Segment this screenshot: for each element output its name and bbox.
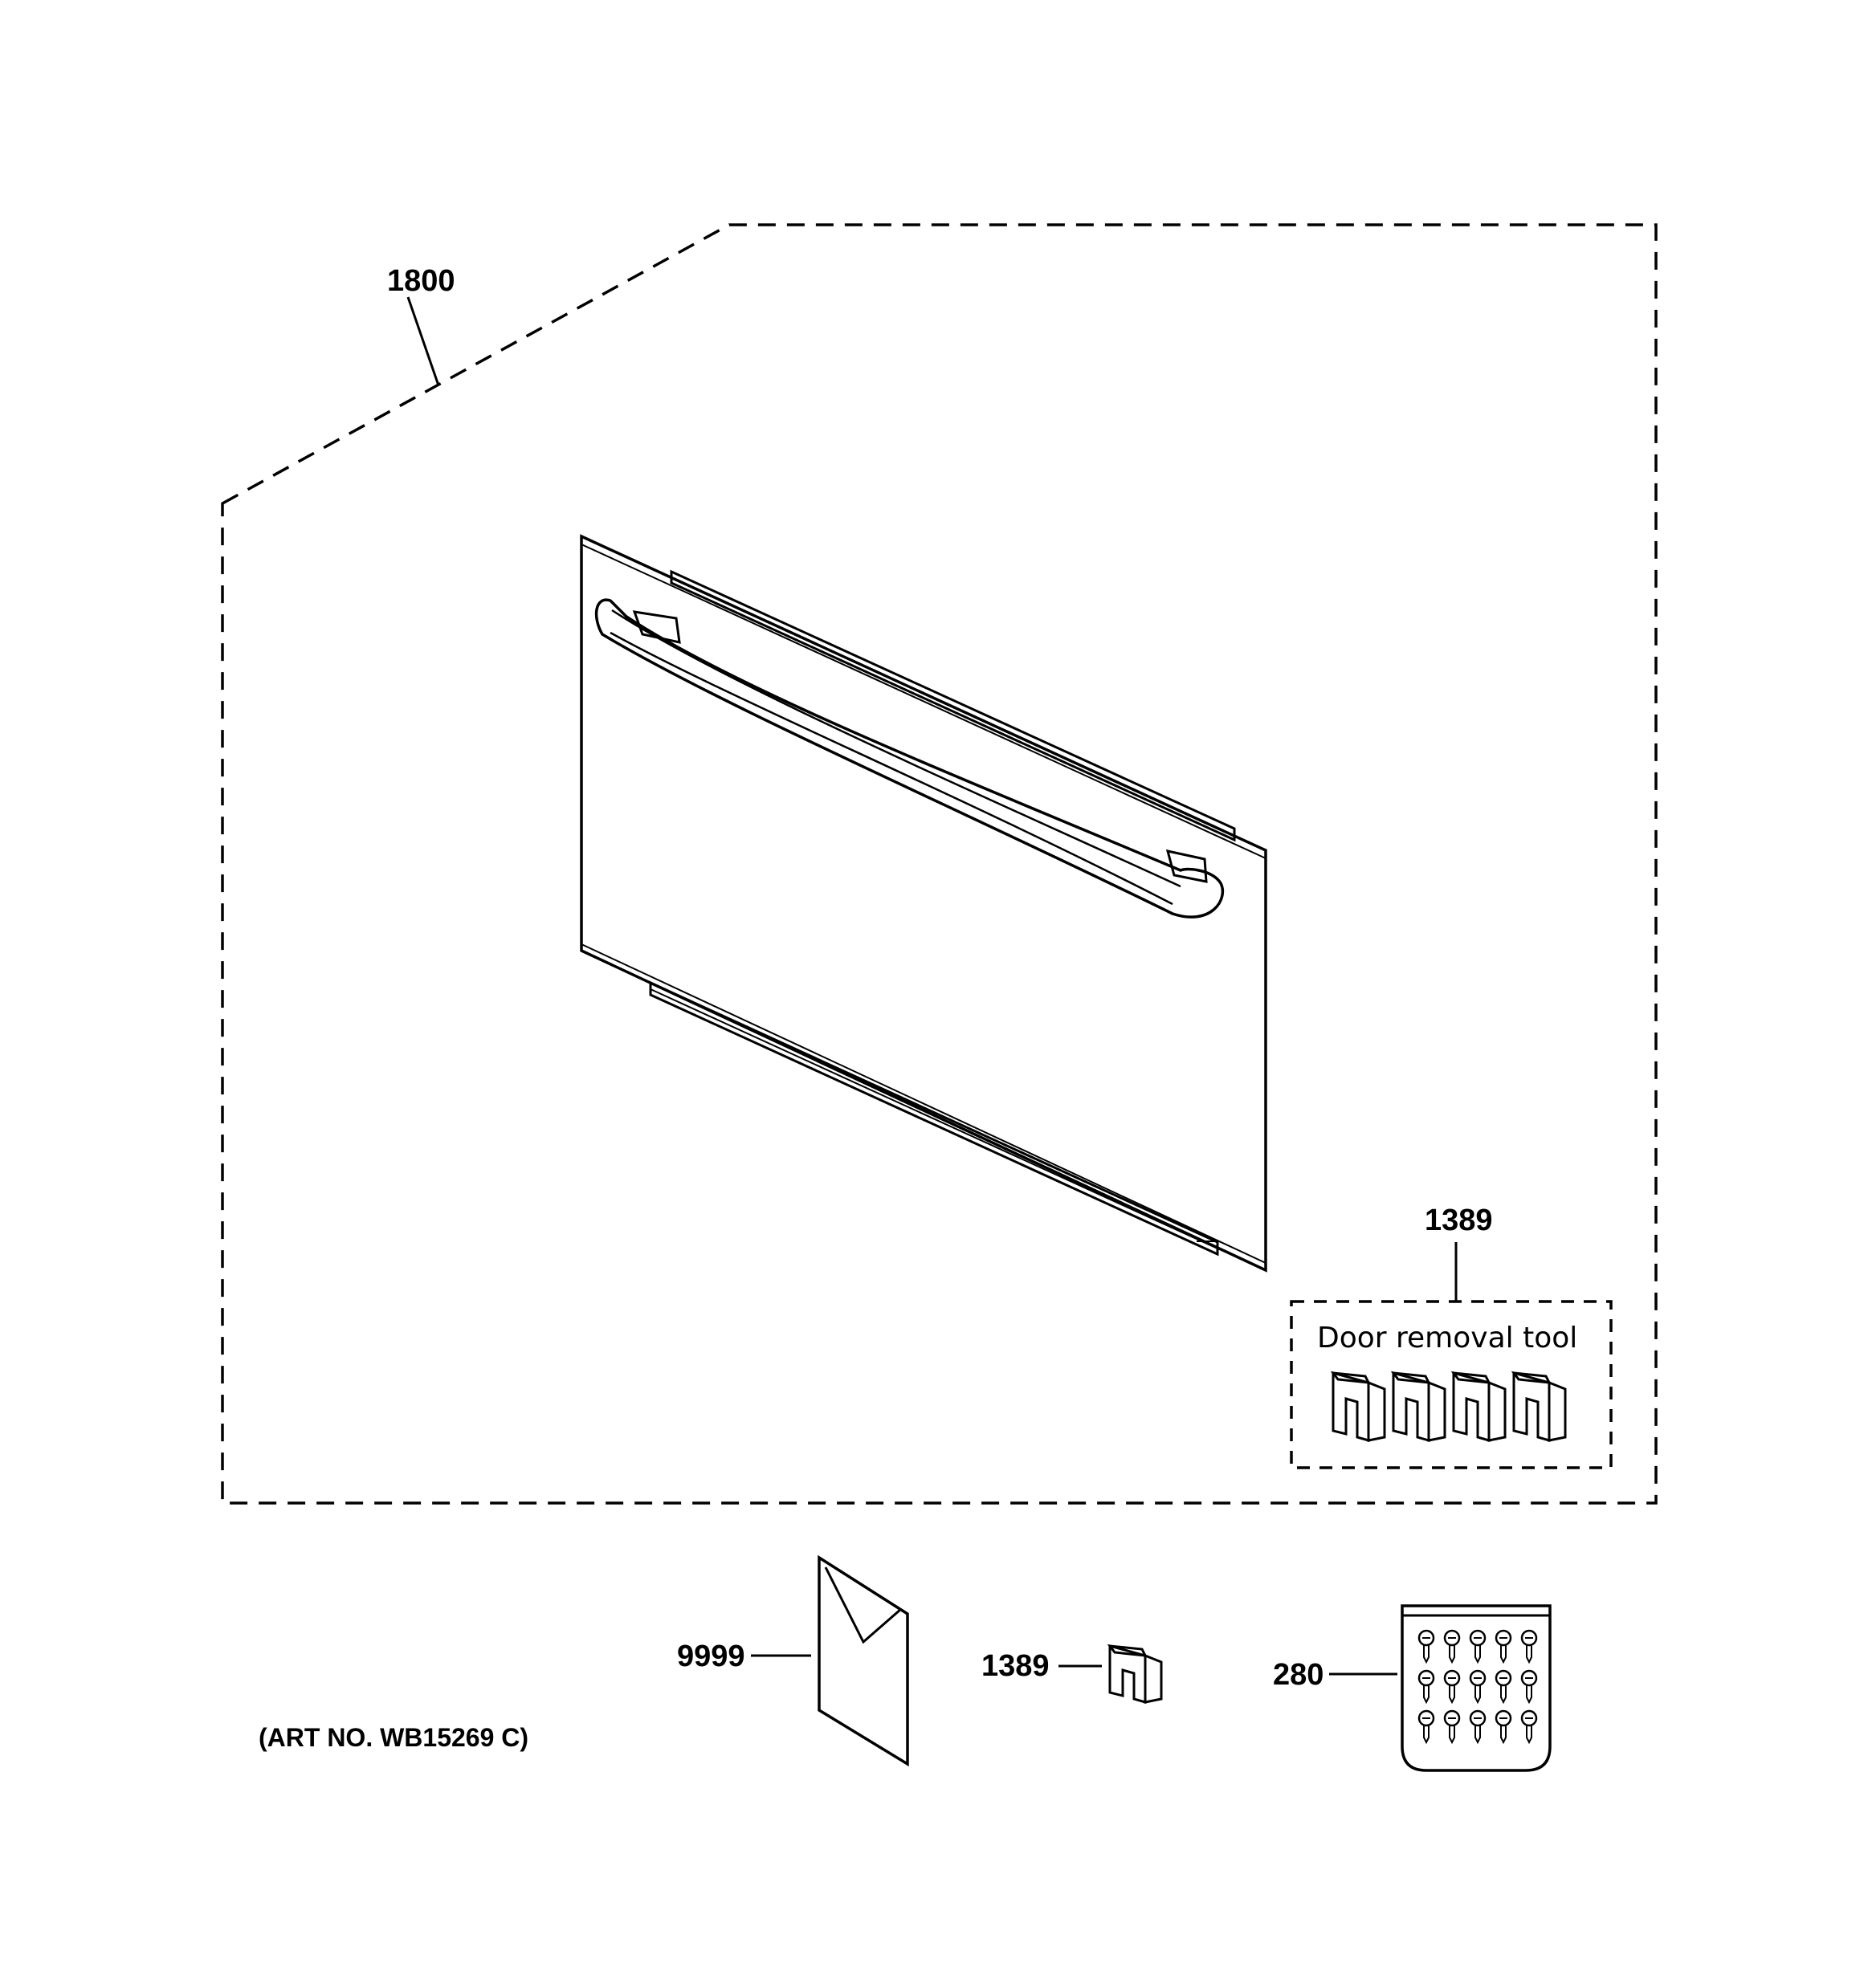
screw-icon <box>1520 1709 1538 1745</box>
screw-icon <box>1469 1709 1487 1745</box>
removal-tool-icon <box>1107 1644 1163 1704</box>
screw-icon <box>1443 1669 1461 1705</box>
removal-tool-icon <box>1390 1371 1446 1442</box>
screw-icon <box>1443 1629 1461 1664</box>
screw-icon <box>1495 1669 1512 1705</box>
screw-icon <box>1443 1709 1461 1745</box>
label-280: 280 <box>1273 1658 1324 1692</box>
tool-kit-caption: Door removal tool <box>1317 1322 1577 1355</box>
assembly-boundary <box>221 223 1658 1505</box>
screw-icon <box>1520 1629 1538 1664</box>
label-1800: 1800 <box>387 264 455 298</box>
removal-tool-icon <box>1511 1371 1567 1442</box>
screw-icon <box>1469 1629 1487 1664</box>
label-1389-single: 1389 <box>981 1649 1050 1683</box>
screw-icon <box>1417 1709 1435 1745</box>
drawer-door-icon <box>580 534 1267 1273</box>
screw-icon <box>1495 1709 1512 1745</box>
literature-envelope-icon <box>818 1554 909 1767</box>
label-1389-kit: 1389 <box>1425 1204 1493 1237</box>
screw-bag-icon <box>1401 1604 1552 1772</box>
removal-tool-icon <box>1450 1371 1507 1442</box>
screw-icon <box>1417 1629 1435 1664</box>
art-number: (ART NO. WB15269 C) <box>259 1723 528 1752</box>
label-9999: 9999 <box>677 1640 745 1673</box>
door-handle-icon <box>594 598 1225 919</box>
screw-icon <box>1495 1629 1512 1664</box>
leader-1800 <box>406 296 440 386</box>
tool-kit-boundary <box>1290 1300 1613 1469</box>
screw-icon <box>1417 1669 1435 1705</box>
screw-icon <box>1520 1669 1538 1705</box>
screw-icon <box>1469 1669 1487 1705</box>
screw-grid <box>1417 1629 1538 1745</box>
removal-tool-icon <box>1330 1371 1386 1442</box>
